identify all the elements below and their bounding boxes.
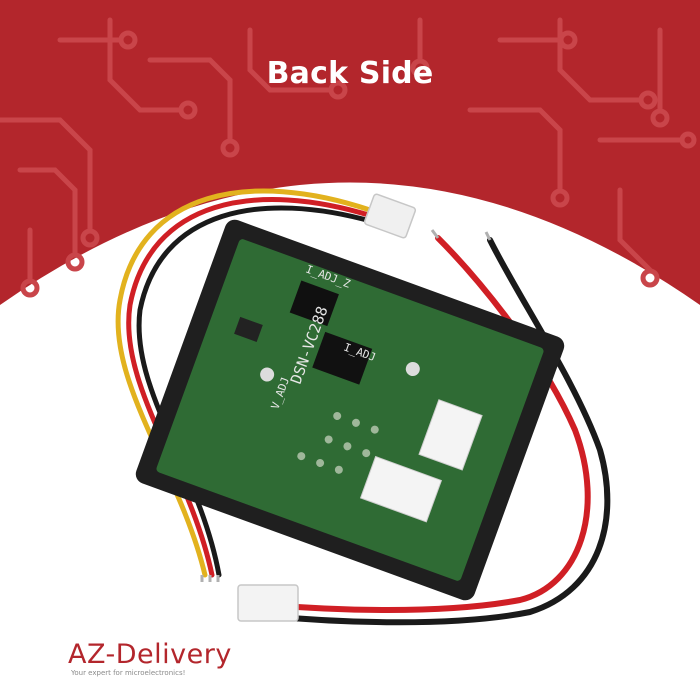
circuit-pads: [20, 30, 697, 298]
red-banner-background: [0, 0, 700, 305]
meter-module: [135, 219, 565, 601]
brand-name: AZ-Delivery: [68, 639, 232, 670]
brand-logo: AZ-Delivery Your expert for microelectro…: [68, 639, 328, 678]
jst-connector-top: [363, 193, 417, 239]
brand-tagline: Your expert for microelectronics!: [71, 669, 186, 677]
jst-connector-bottom: [237, 584, 299, 622]
wire-tips: [200, 229, 492, 582]
circuit-trace-pattern: [0, 17, 683, 283]
page-title: Back Side: [266, 56, 434, 91]
